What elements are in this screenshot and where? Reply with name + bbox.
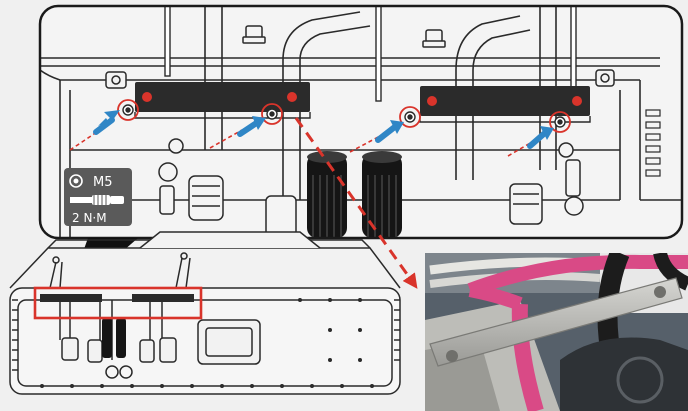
bracket-left: [134, 82, 311, 119]
zoom-panel-frame: [38, 4, 684, 240]
arrow-icon: [349, 120, 404, 153]
cable-caps: [307, 151, 402, 238]
spec-card: M5 2 N·M: [64, 168, 132, 226]
bracket-right: [419, 86, 591, 123]
arrow-icon: [507, 126, 554, 157]
screw-head-icon: [69, 174, 83, 188]
blue-arrows: [69, 110, 554, 157]
highlighted-screws: [122, 104, 566, 128]
screw-highlight-rings: [117, 99, 571, 133]
top-bolts: [105, 25, 615, 89]
photo-pointer-arrow: [294, 117, 418, 289]
zoom-detail-panel: [38, 4, 684, 240]
screw-size-label: M5: [93, 175, 113, 190]
side-vents: [645, 109, 661, 177]
device-cable-caps: [102, 318, 126, 358]
device-brackets: [40, 294, 194, 302]
arrow-icon: [209, 116, 266, 149]
arrow-icon: [69, 110, 120, 151]
photo-inset: [425, 253, 688, 411]
screwdriver-icon: [70, 195, 124, 205]
device-illustration: [9, 231, 401, 395]
connectors: [158, 138, 584, 238]
torque-label: 2 N·M: [72, 211, 107, 225]
device-highlight-box: [33, 286, 203, 320]
